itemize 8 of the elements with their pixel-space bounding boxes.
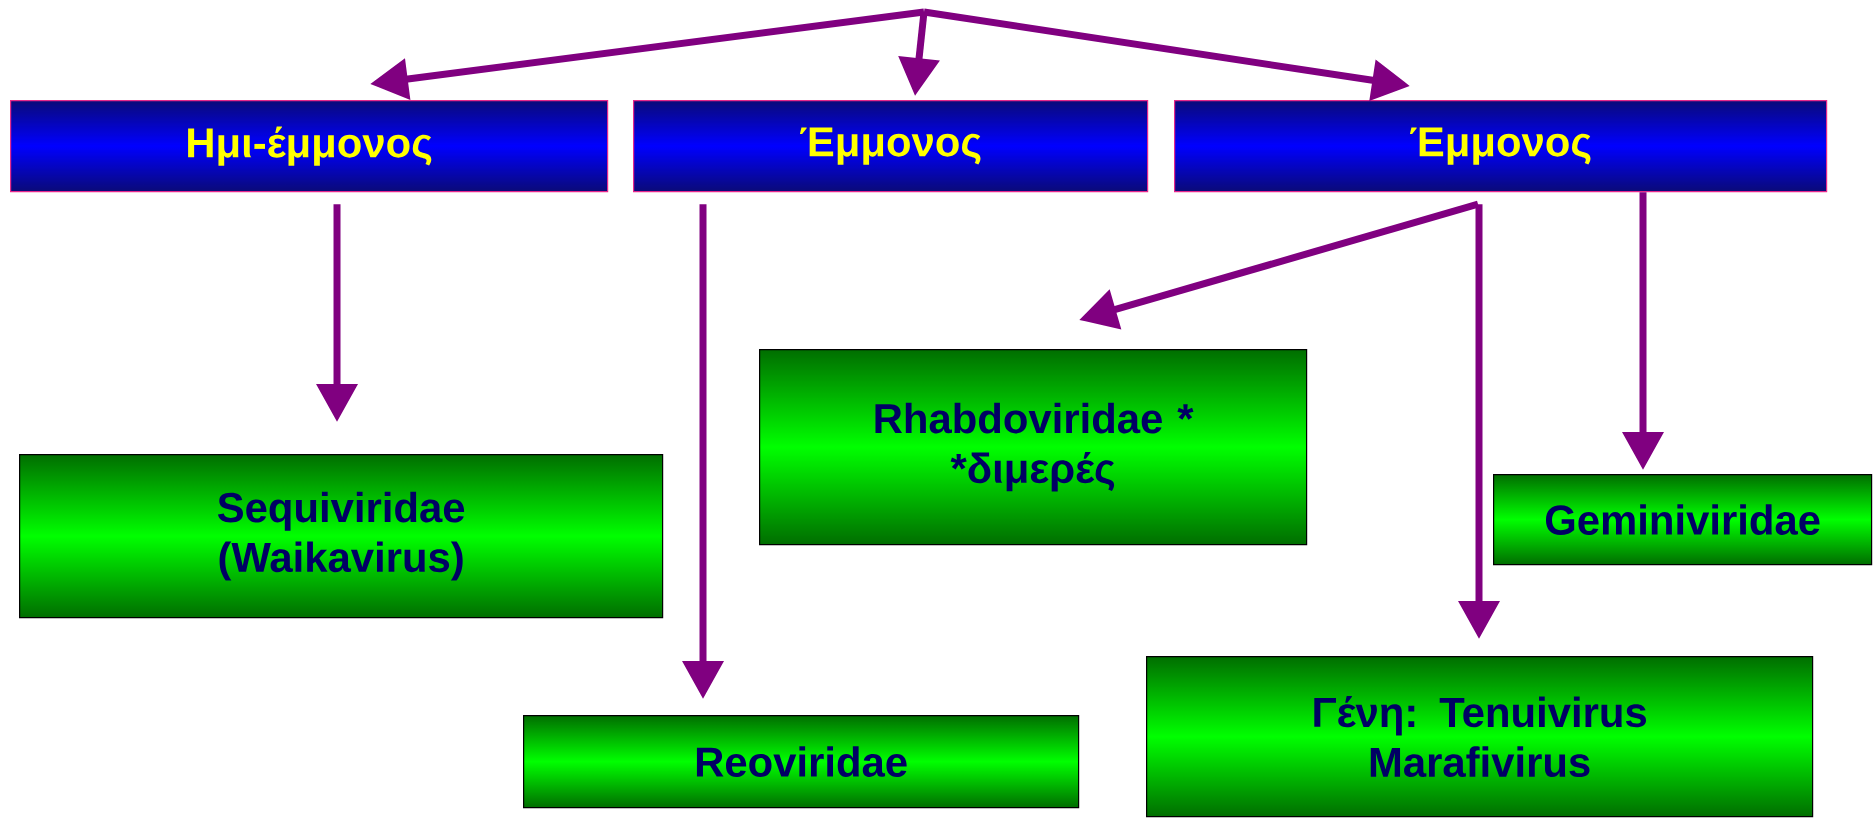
family-box: Rhabdoviridae * *διμερές [759, 349, 1308, 546]
category-box: Ημι-έμμονος [10, 100, 609, 193]
family-box: Sequiviridae (Waikavirus) [19, 454, 664, 619]
family-box: Reoviridae [523, 715, 1080, 809]
family-box: Γένη: Tenuivirus Marafivirus [1146, 656, 1814, 818]
category-box: Έμμονος [633, 100, 1149, 193]
category-box: Έμμονος [1174, 100, 1828, 193]
family-box: Geminiviridae [1493, 474, 1873, 566]
